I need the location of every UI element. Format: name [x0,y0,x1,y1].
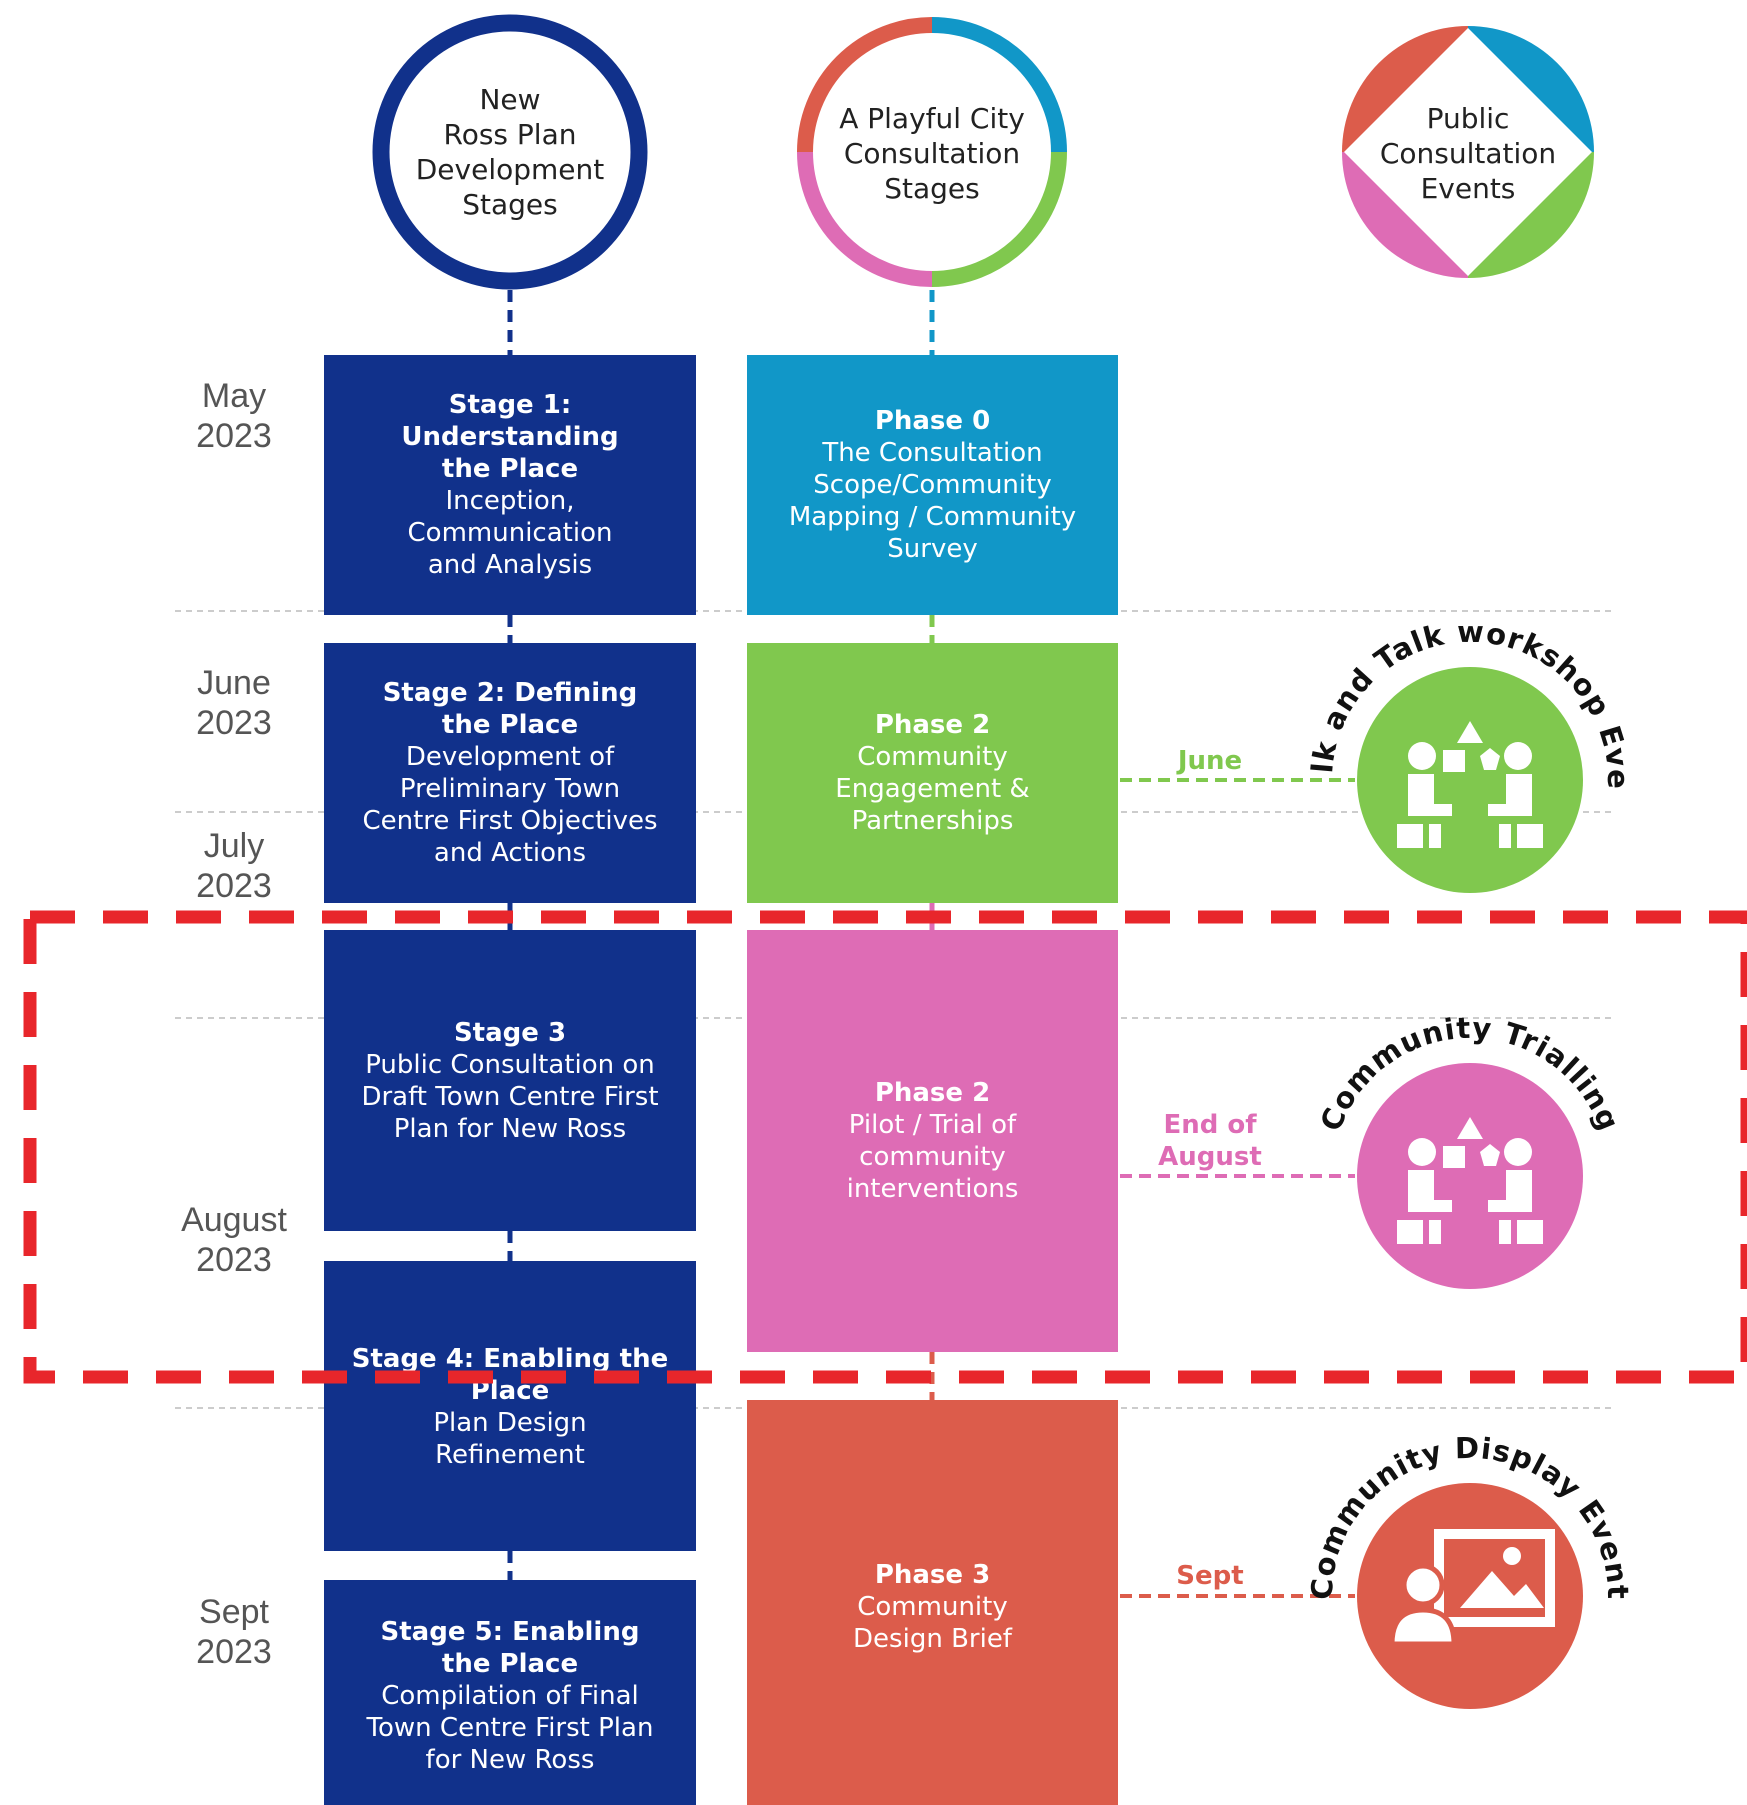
event-circle-pink [1357,1063,1583,1289]
phase-title: Phase 2 [874,1078,991,1108]
header-line: Consultation [843,136,1021,170]
date-month: Sept [199,1593,269,1631]
phase-description: Community Design Brief [853,1592,1012,1654]
event-when-sept: Sept [1176,1561,1244,1591]
display-icon [1389,1529,1555,1647]
date-label-july: July 2023 [154,826,314,906]
header-development-stages: New Ross Plan Development Stages [395,77,625,227]
event-when-june: June [1177,746,1243,776]
header-line: Stages [462,188,558,221]
date-label-august: August 2023 [154,1200,314,1280]
header-line: Ross Plan [443,118,577,151]
phase-3-box: Phase 3 Community Design Brief [747,1400,1118,1805]
phase-description: The Consultation Scope/Community Mapping… [788,438,1077,564]
header-line: Development [415,153,605,186]
event-when-august: End of August [1158,1110,1262,1172]
stage-1-box: Stage 1: Understanding the Place Incepti… [324,355,696,615]
header-ring-navy [372,14,648,290]
date-month: May [201,377,267,415]
date-year: 2023 [196,1633,272,1671]
phase-description: Community Engagement & Partnerships [835,742,1030,836]
date-label-june: June 2023 [154,663,314,743]
date-year: 2023 [196,704,272,742]
event-community-trialling: Community Trialling [1313,1011,1626,1289]
header-line: Public [1426,101,1510,135]
stage-3-box: Stage 3 Public Consultation on Draft Tow… [324,930,696,1231]
header-line: New [479,83,541,116]
header-ring-green-arc [931,151,1067,287]
date-year: 2023 [196,867,272,905]
stage-title: Stage 2: Defining the Place [382,678,638,740]
stage-4-box: Stage 4: Enabling the Place Plan Design … [324,1261,696,1551]
header-consultation-stages: A Playful City Consultation Stages [812,97,1052,209]
header-line: Consultation [1379,136,1557,170]
phase-0-box: Phase 0 The Consultation Scope/Community… [747,355,1118,615]
event-walk-and-talk: Walk and Talk workshop Event [1300,610,1634,893]
header-line: A Playful City [839,101,1025,135]
date-month: July [203,827,265,865]
event-circle-red [1357,1483,1583,1709]
header-public-events: Public Consultation Events [1348,97,1588,209]
date-year: 2023 [196,1241,272,1279]
stage-description: Compilation of Final Town Centre First P… [366,1681,654,1775]
header-ring-red-arc [797,17,933,153]
workshop-icon [1397,721,1543,848]
stage-2-box: Stage 2: Defining the Place Development … [324,643,696,903]
event-community-display: Community Display Event [1305,1431,1634,1709]
date-year: 2023 [196,417,272,455]
phase-description: Pilot / Trial of community interventions [846,1110,1019,1204]
stage-title: Stage 5: Enabling the Place [380,1617,640,1679]
event-circle-green [1357,667,1583,893]
phase-title: Phase 0 [874,406,991,436]
header-line: Events [1420,171,1516,205]
header-ring-pink-arc [797,151,933,287]
stage-description: Development of Preliminary Town Centre F… [362,742,658,868]
phase-title: Phase 3 [874,1560,991,1590]
date-label-may: May 2023 [154,376,314,456]
header-circles [372,14,1594,290]
date-month: August [181,1201,287,1239]
stage-title: Stage 1: Understanding the Place [401,390,619,484]
stage-description: Inception, Communication and Analysis [407,486,613,580]
header-diamond [1344,28,1592,276]
stage-5-box: Stage 5: Enabling the Place Compilation … [324,1580,696,1805]
phase-2-pilot-box: Phase 2 Pilot / Trial of community inter… [747,930,1118,1352]
stage-description: Plan Design Refinement [433,1408,587,1470]
stage-description: Public Consultation on Draft Town Centre… [361,1049,659,1144]
phase-title: Phase 2 [874,710,991,740]
header-ring-blue-arc [931,17,1067,153]
stage-title: Stage 3 [453,1017,567,1048]
date-month: June [197,664,271,702]
header-line: Stages [884,171,980,205]
phase-2-engagement-box: Phase 2 Community Engagement & Partnersh… [747,643,1118,903]
date-label-sept: Sept 2023 [154,1592,314,1672]
stage-title: Stage 4: Enabling the Place [351,1344,669,1406]
